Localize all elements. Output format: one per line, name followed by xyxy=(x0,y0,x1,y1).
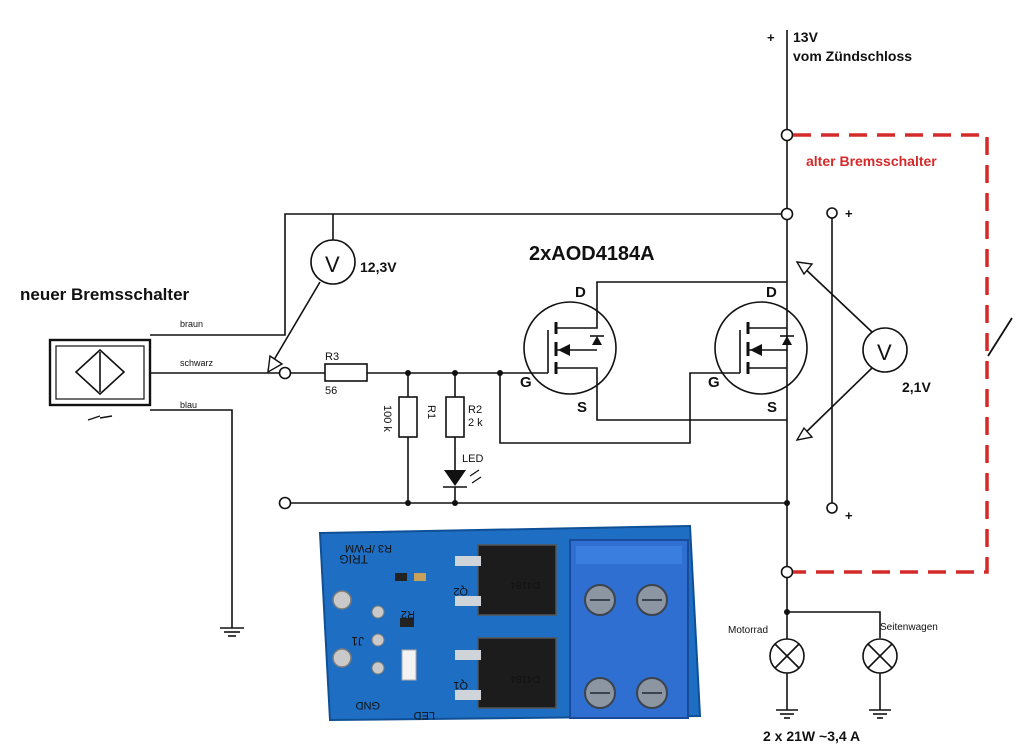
output-terminal xyxy=(780,565,794,579)
voltmeter-right-symbol: V xyxy=(877,340,892,365)
board-label-q1: Q1 xyxy=(453,679,468,691)
r3-value: 56 xyxy=(325,385,337,397)
source2-label: S xyxy=(767,399,777,416)
voltmeter-right-reading: 2,1V xyxy=(902,379,931,395)
r1-value: 100 k xyxy=(381,405,393,432)
chip-marking-q2: D4184 xyxy=(510,579,540,590)
chip-q1 xyxy=(477,637,557,709)
gate2-label: G xyxy=(708,374,720,391)
lamp2-feed xyxy=(787,611,881,638)
board-label-j1: J1 xyxy=(351,634,364,648)
ground-symbol-left xyxy=(220,627,244,637)
old-switch-box xyxy=(793,133,989,574)
supply-source-label: vom Zündschloss xyxy=(793,48,912,64)
chip-q2 xyxy=(477,544,557,616)
plus-top-label: + xyxy=(845,206,853,221)
drain1-label: D xyxy=(575,284,586,301)
resistor-r2 xyxy=(445,396,465,438)
r2-value: 2 k xyxy=(468,417,483,429)
r3-name: R3 xyxy=(325,351,339,363)
old-switch-contact xyxy=(987,317,1013,357)
mosfet-q1 xyxy=(523,281,787,421)
lamp-motorrad xyxy=(769,638,805,719)
resistor-r1 xyxy=(398,396,418,438)
lamp-seitenwagen xyxy=(862,638,898,719)
plus-bottom-label: + xyxy=(845,508,853,523)
gate2-wire xyxy=(499,372,740,444)
brown-wire xyxy=(150,213,787,336)
supply-terminal-top xyxy=(780,128,794,142)
lamp-seitenwagen-label: Seitenwagen xyxy=(880,622,938,633)
wire-blue-label: blau xyxy=(180,400,197,410)
mosfet-q2 xyxy=(714,301,808,395)
mosfet-board-photo: TRIG R3 /PWM J1 R2 Q2 Q1 GND LED D4184 D… xyxy=(318,524,702,722)
supply-terminal-mid xyxy=(780,207,794,221)
source1-label: S xyxy=(577,399,587,416)
voltmeter-left-symbol: V xyxy=(325,252,340,277)
new-switch-label: neuer Bremsschalter xyxy=(20,285,190,304)
supply-plus-label: + xyxy=(767,30,775,45)
board-label-q2: Q2 xyxy=(453,585,468,597)
ground-terminal xyxy=(278,496,292,510)
chip-marking-q1: D4184 xyxy=(510,673,540,684)
mosfet-title: 2xAOD4184A xyxy=(529,243,655,265)
voltmeter-right xyxy=(795,261,908,441)
resistor-r3 xyxy=(324,363,368,382)
supply-voltage-label: 13V xyxy=(793,29,819,45)
board-label-led: LED xyxy=(414,709,435,721)
r1-name: R1 xyxy=(425,405,437,419)
gate1-label: G xyxy=(520,374,532,391)
voltmeter-left-reading: 12,3V xyxy=(360,259,397,275)
old-switch-label: alter Bremsschalter xyxy=(806,153,937,169)
proximity-sensor-icon xyxy=(48,338,152,421)
load-rating-label: 2 x 21W ~3,4 A xyxy=(763,728,860,744)
led-label: LED xyxy=(462,453,483,465)
wire-black-label: schwarz xyxy=(180,358,214,368)
drain2-label: D xyxy=(766,284,777,301)
board-label-pwm: R3 /PWM xyxy=(345,542,392,554)
voltmeter-left xyxy=(267,214,356,374)
lamp-motorrad-label: Motorrad xyxy=(728,625,768,636)
led-symbol xyxy=(443,469,482,503)
board-label-r2: R2 xyxy=(401,608,415,620)
board-label-trig: TRIG xyxy=(339,552,368,566)
blue-wire xyxy=(150,409,233,628)
signal-terminal xyxy=(278,366,292,380)
wire-brown-label: braun xyxy=(180,319,203,329)
board-label-gnd: GND xyxy=(356,699,381,711)
r2-name: R2 xyxy=(468,404,482,416)
